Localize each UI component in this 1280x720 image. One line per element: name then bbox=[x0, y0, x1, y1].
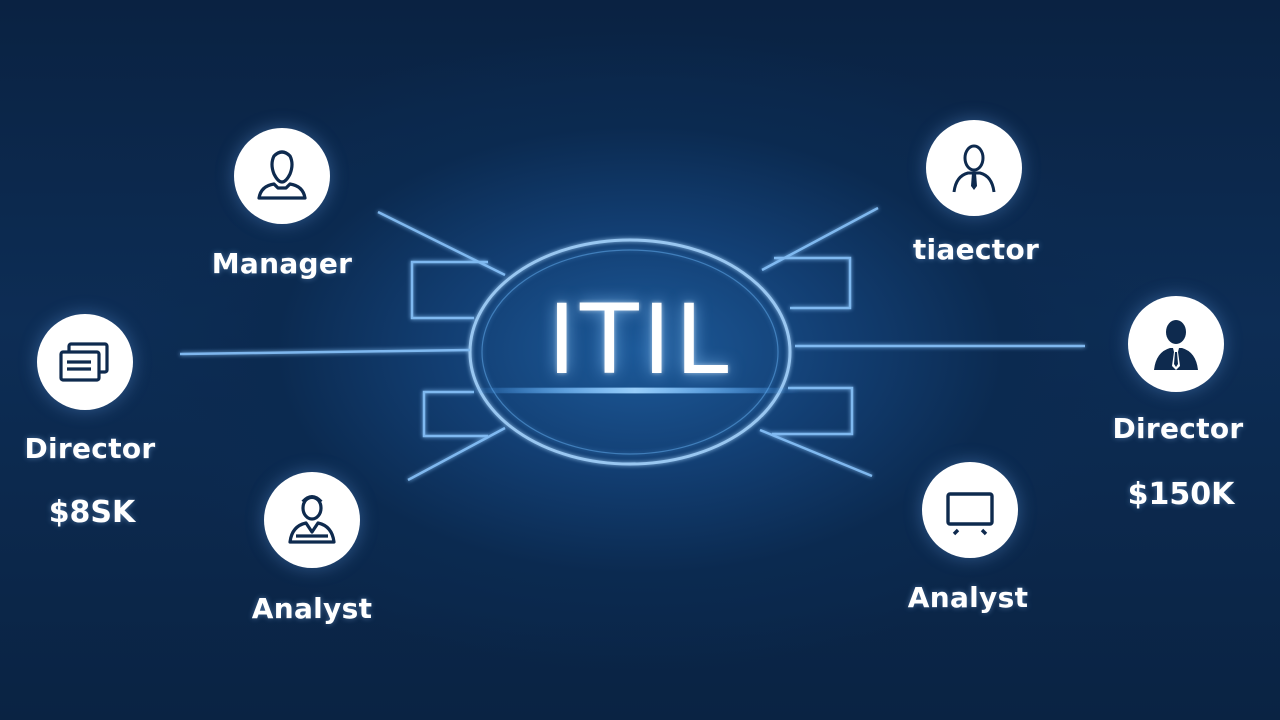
connector-left-lower-bracket bbox=[422, 390, 488, 438]
hub-title: ITIL bbox=[547, 284, 733, 396]
hub-ring bbox=[468, 238, 792, 466]
role-label-analyst-left: Analyst bbox=[251, 592, 373, 625]
businessman-icon bbox=[1128, 296, 1224, 392]
connector-left-upper-bracket bbox=[410, 260, 488, 320]
role-label-director-left: Director bbox=[24, 432, 156, 465]
role-label-top-right: tiaector bbox=[912, 233, 1040, 266]
monitor-icon bbox=[922, 462, 1018, 558]
salary-director-left: $8SK bbox=[48, 495, 136, 530]
salary-director-right: $150K bbox=[1127, 477, 1235, 512]
connector-right-upper-bracket bbox=[774, 256, 852, 310]
analyst-person-icon bbox=[264, 472, 360, 568]
hub-light-beam bbox=[470, 388, 800, 393]
documents-icon bbox=[37, 314, 133, 410]
role-label-manager: Manager bbox=[211, 247, 353, 280]
person-tie-icon bbox=[926, 120, 1022, 216]
role-label-director-right: Director bbox=[1112, 412, 1244, 445]
person-outline-icon bbox=[234, 128, 330, 224]
connector-bottom-left-diagonal bbox=[407, 426, 506, 482]
connector-bottom-right-diagonal bbox=[759, 428, 873, 478]
connector-top-right-diagonal bbox=[761, 206, 879, 272]
role-label-analyst-right: Analyst bbox=[907, 581, 1029, 614]
connector-right-lower-bracket bbox=[772, 386, 854, 436]
connector-top-left-diagonal bbox=[377, 210, 506, 277]
hub-inner-ring bbox=[481, 249, 779, 455]
connector-left-horizontal bbox=[179, 348, 471, 356]
